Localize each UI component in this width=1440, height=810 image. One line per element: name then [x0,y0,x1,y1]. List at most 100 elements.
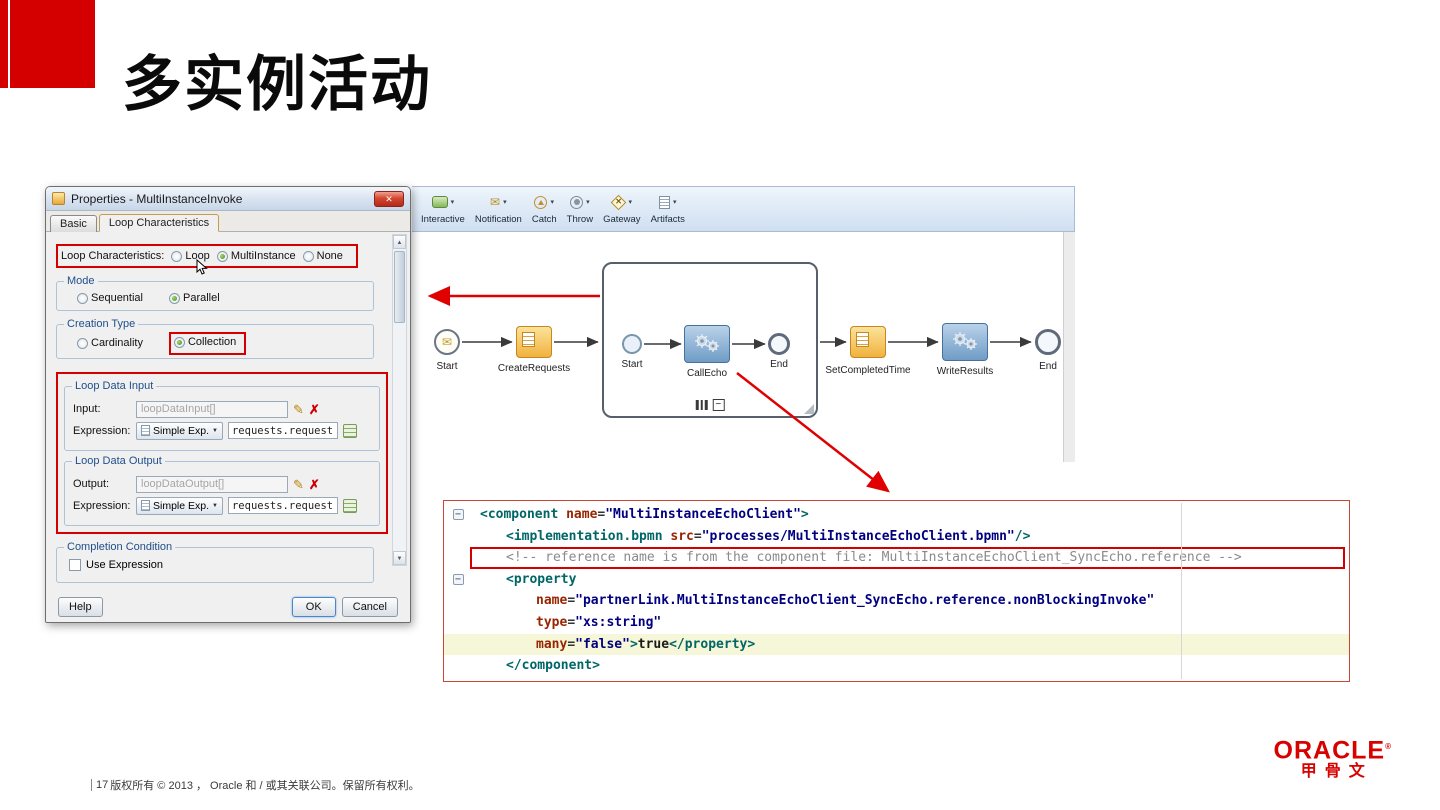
subprocess-start-event[interactable] [622,334,642,354]
ok-button[interactable]: OK [291,596,336,617]
page-title: 多实例活动 [122,51,432,118]
bpmn-canvas[interactable]: ✉ Start CreateRequests Start [412,232,1075,462]
toolbar-item-notification[interactable]: ✉▾ Notification [475,192,522,225]
collapse-marker-icon[interactable]: − [712,399,725,411]
loop-data-input-label: Loop Data Input [72,379,157,392]
resize-handle[interactable] [804,404,814,414]
code-gutter [444,526,472,548]
dropdown-icon[interactable]: ▾ [586,199,590,206]
toolbar-label: Interactive [421,214,465,225]
radio-none[interactable]: None [302,250,343,262]
toolbar-item-catch[interactable]: ▾ Catch [532,192,557,225]
dropdown-icon[interactable]: ▾ [503,199,507,206]
code-gutter [444,634,472,656]
scroll-track[interactable] [393,249,406,551]
output-label: Output: [73,478,110,490]
close-button[interactable]: ✕ [374,190,404,207]
collapse-toggle-icon[interactable]: − [444,504,472,526]
toolbar-item-interactive[interactable]: ▾ Interactive [421,192,465,225]
radio-cardinality[interactable]: Cardinality [77,335,143,352]
tab-loop-characteristics[interactable]: Loop Characteristics [98,214,220,232]
subprocess-node[interactable]: Start CallEcho End [602,262,818,418]
scroll-up-icon[interactable]: ▲ [393,235,406,249]
registered-mark: ® [1385,742,1392,751]
node-label: SetCompletedTime [825,365,911,376]
toolbar-item-gateway[interactable]: ▾ Gateway [603,192,641,225]
close-icon: ✕ [385,193,393,204]
toolbar-item-artifacts[interactable]: ▾ Artifacts [651,192,685,225]
tab-basic[interactable]: Basic [50,215,97,232]
xml-code-editor[interactable]: −<component name="MultiInstanceEchoClien… [443,500,1350,682]
edit-pencil-icon[interactable]: ✎ [293,401,304,417]
use-expression-checkbox[interactable]: Use Expression [65,558,164,571]
loop-characteristics-row: Loop Characteristics: Loop MultiInstance… [56,244,358,275]
code-line: type="xs:string" [444,612,1349,634]
expression-doc-icon [141,500,150,511]
artifacts-icon [658,195,670,209]
dropdown-icon[interactable]: ▾ [450,199,455,206]
code-text: <component name="MultiInstanceEchoClient… [480,507,809,522]
radio-label: Loop [185,250,210,262]
radio-dot [171,250,183,262]
oracle-logo: ORACLE® 甲骨文 [1274,734,1392,781]
interactive-task-icon [431,196,448,208]
loop-data-input-group: Loop Data Input Input: loopDataInput[] ✎… [64,379,380,451]
radio-label: None [316,250,343,262]
output-expression-type-dropdown[interactable]: Simple Exp. ▼ [136,496,223,515]
gear-icon [953,332,977,350]
corner-notch [8,0,10,88]
node-label: CreateRequests [497,363,571,374]
radio-multiinstance[interactable]: MultiInstance [216,250,296,262]
checkbox-label: Use Expression [86,558,164,571]
dropdown-icon[interactable]: ▾ [672,199,677,206]
delete-icon[interactable]: ✗ [308,401,320,417]
input-expression-field[interactable]: requests.request [227,422,338,439]
scroll-thumb[interactable] [394,251,405,323]
end-event-node[interactable] [1035,329,1061,355]
radio-dot [169,292,180,304]
dialog-titlebar[interactable]: Properties - MultiInstanceInvoke ✕ [46,187,410,211]
radio-label: MultiInstance [230,250,296,262]
code-line: −<component name="MultiInstanceEchoClien… [444,504,1349,526]
task-createrequests[interactable] [516,326,552,358]
task-writeresults[interactable] [942,323,988,361]
radio-label: Parallel [183,292,220,304]
radio-dot [302,250,314,262]
catch-event-icon [534,195,548,209]
radio-collection[interactable]: Collection [173,336,236,348]
toolbar-item-throw[interactable]: ▾ Throw [567,192,593,225]
expression-builder-icon[interactable] [342,498,357,513]
radio-loop[interactable]: Loop [171,250,210,262]
properties-dialog-icon [52,192,65,205]
input-expression-type-dropdown[interactable]: Simple Exp. ▼ [136,421,223,440]
output-expression-field[interactable]: requests.request [227,497,338,514]
edit-pencil-icon[interactable]: ✎ [293,476,304,492]
radio-label: Cardinality [91,337,143,350]
radio-parallel[interactable]: Parallel [169,292,220,304]
dialog-scrollbar[interactable]: ▲ ▼ [392,234,407,566]
radio-sequential[interactable]: Sequential [77,292,143,304]
loop-data-input-field[interactable]: loopDataInput[] [136,400,288,418]
loop-data-output-field[interactable]: loopDataOutput[] [136,475,288,493]
task-callecho[interactable] [684,325,730,363]
node-label: CallEcho [686,368,728,379]
node-label: End [1039,361,1057,372]
start-event-node[interactable]: ✉ [434,329,460,355]
footer-divider [91,779,92,791]
collapse-toggle-icon[interactable]: − [444,569,472,591]
code-line: <!-- reference name is from the componen… [444,547,1349,569]
copyright-text: 版权所有 © 2013 ， Oracle 和 / 或其关联公司。保留所有权利。 [110,780,420,792]
dropdown-icon[interactable]: ▾ [550,199,554,206]
dropdown-icon[interactable]: ▾ [628,199,633,206]
task-setcompletedtime[interactable] [850,326,886,358]
scroll-down-icon[interactable]: ▼ [393,551,406,565]
subprocess-end-event[interactable] [768,333,790,355]
canvas-scrollbar[interactable] [1063,232,1075,462]
code-gutter [444,590,472,612]
help-button[interactable]: Help [58,596,103,617]
cancel-button[interactable]: Cancel [341,596,398,617]
expression-builder-icon[interactable] [342,423,357,438]
code-text: name="partnerLink.MultiInstanceEchoClien… [536,593,1155,609]
toolbar-label: Throw [566,214,594,225]
delete-icon[interactable]: ✗ [308,476,320,492]
